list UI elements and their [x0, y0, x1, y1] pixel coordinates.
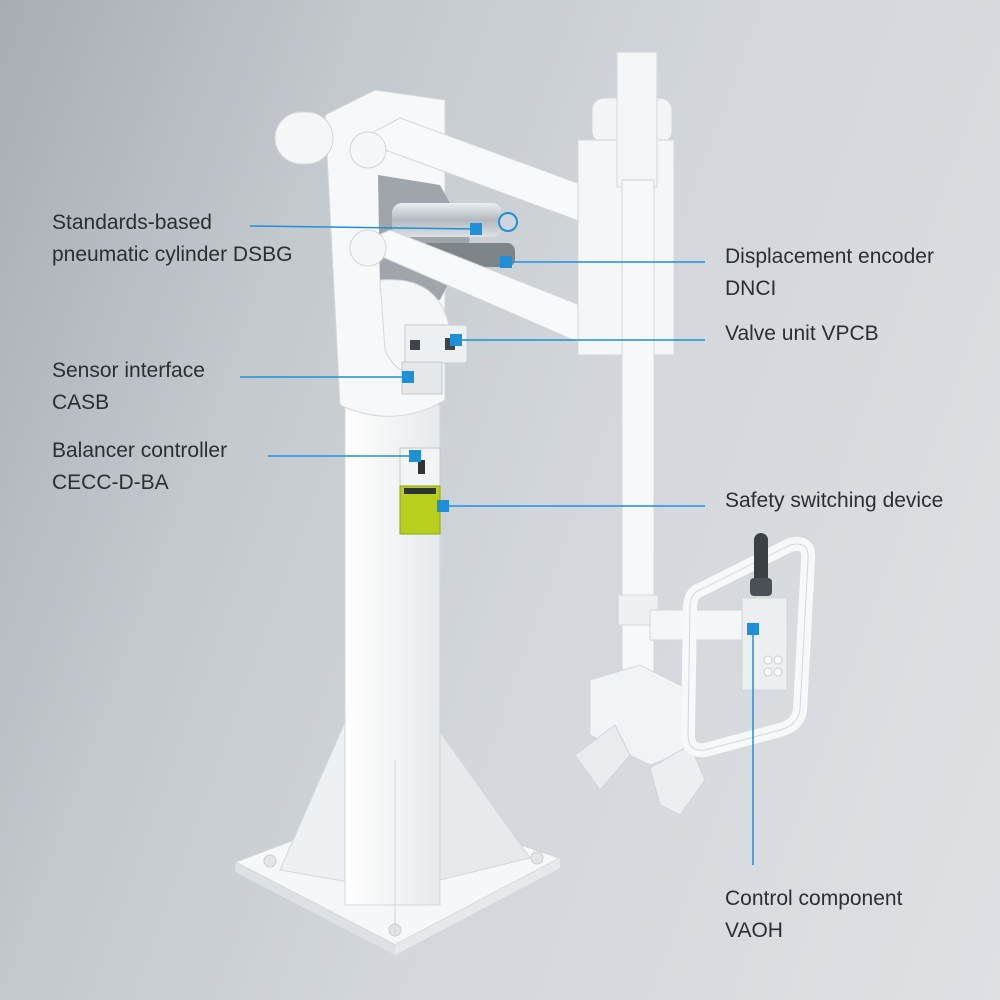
- lower-arm: [349, 229, 606, 346]
- label-cylinder: Standards-based pneumatic cylinder DSBG: [52, 207, 292, 271]
- tool-head: [574, 664, 706, 816]
- label-control-line1: Control component: [725, 887, 903, 910]
- handle-frame: [649, 537, 816, 758]
- label-encoder: Displacement encoder DNCI: [725, 241, 934, 305]
- callout-lines: [240, 225, 754, 865]
- vertical-mast: [577, 51, 675, 681]
- label-safety: Safety switching device: [725, 485, 943, 517]
- control-component: [741, 533, 788, 691]
- label-valve: Valve unit VPCB: [725, 318, 879, 350]
- marker-encoder: [500, 256, 512, 268]
- label-control-line2: VAOH: [725, 919, 783, 942]
- marker-valve: [450, 334, 462, 346]
- shoulder-cap: [274, 111, 334, 165]
- marker-control: [747, 623, 759, 635]
- label-sensor: Sensor interface CASB: [52, 355, 205, 419]
- marker-cylinder: [470, 223, 482, 235]
- label-encoder-line2: DNCI: [725, 277, 777, 300]
- marker-safety: [437, 500, 449, 512]
- label-cylinder-line2: pneumatic cylinder DSBG: [52, 243, 293, 266]
- label-sensor-line1: Sensor interface: [52, 359, 205, 382]
- label-sensor-line2: CASB: [52, 391, 110, 414]
- label-cylinder-line1: Standards-based: [52, 211, 212, 234]
- pneumatic-cylinder: [392, 203, 518, 237]
- label-balancer-line2: CECC-D-BA: [52, 471, 169, 494]
- marker-balancer: [409, 450, 421, 462]
- callout-markers: [402, 223, 759, 635]
- safety-switching-device: [399, 485, 441, 535]
- line-cylinder: [249, 225, 477, 230]
- label-control: Control component VAOH: [725, 883, 902, 947]
- label-balancer: Balancer controller CECC-D-BA: [52, 435, 227, 499]
- label-valve-line1: Valve unit VPCB: [725, 322, 879, 345]
- label-safety-line1: Safety switching device: [725, 489, 944, 512]
- marker-sensor: [402, 371, 414, 383]
- upper-arm: [349, 117, 611, 226]
- label-balancer-line1: Balancer controller: [52, 439, 228, 462]
- label-encoder-line1: Displacement encoder: [725, 245, 934, 268]
